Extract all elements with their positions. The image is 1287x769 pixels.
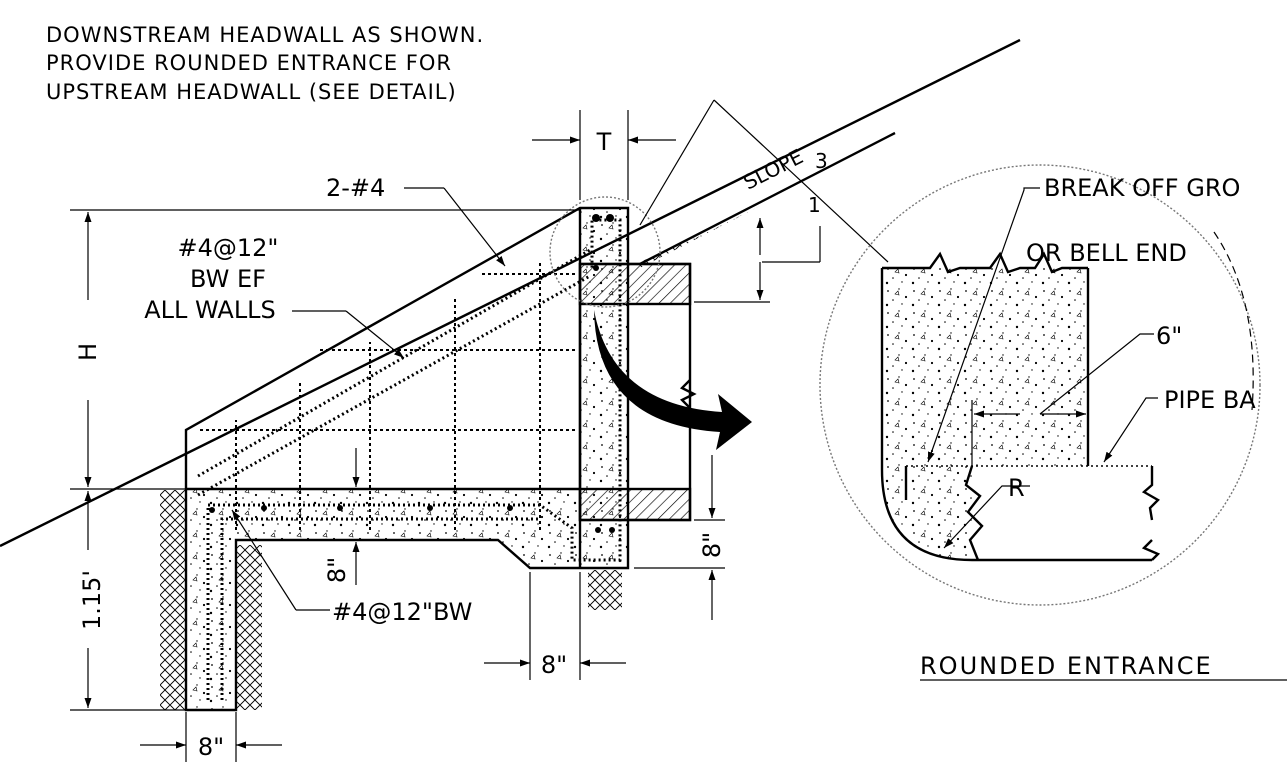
radius-label: R [1008, 474, 1025, 502]
reinforcement [197, 214, 622, 700]
dim-8-right-label: 8" [698, 532, 726, 558]
dim-h-label: H [74, 343, 102, 361]
note-line-1: DOWNSTREAM HEADWALL AS SHOWN. [46, 23, 484, 47]
dim-8-middle-label: 8" [541, 651, 567, 679]
rebar-bw-label: #4@12"BW [332, 598, 472, 626]
dim-8-slab-label: 8" [323, 557, 351, 583]
rebar-walls-line3: ALL WALLS [144, 296, 276, 324]
detail-circle [819, 164, 1261, 606]
rebar-walls-line1: #4@12" [178, 234, 279, 262]
six-inch-label: 6" [1156, 322, 1182, 350]
dim-t-label: T [596, 128, 612, 156]
detail-callout-circle [549, 196, 661, 308]
slope-label: SLOPE [739, 144, 807, 194]
leader-line-detail [713, 99, 889, 263]
leader-line [639, 99, 715, 226]
dim-8-bottom-label: 8" [198, 733, 224, 761]
detail-title: ROUNDED ENTRANCE [920, 652, 1213, 680]
slope-1-label: 1 [808, 193, 821, 217]
note-line-2: PROVIDE ROUNDED ENTRANCE FOR [46, 51, 452, 75]
rebar-2-4-label: 2-#4 [326, 174, 385, 202]
embankment-line [639, 131, 896, 266]
break-off-line1: BREAK OFF GRO [1044, 174, 1240, 202]
rebar-walls-line2: BW EF [190, 265, 266, 293]
slope-3-label: 3 [815, 149, 828, 173]
rounded-entrance-detail: BREAK OFF GRO OR BELL END 6" PIPE BA R [819, 164, 1261, 606]
dim-115-label: 1.15' [78, 570, 106, 630]
detail-arrow [594, 310, 752, 450]
note-line-3: UPSTREAM HEADWALL (SEE DETAIL) [46, 80, 457, 104]
break-off-line2: OR BELL END [1026, 239, 1187, 267]
ground-line [0, 38, 1021, 548]
pipe-barrel-label: PIPE BA [1164, 386, 1256, 414]
